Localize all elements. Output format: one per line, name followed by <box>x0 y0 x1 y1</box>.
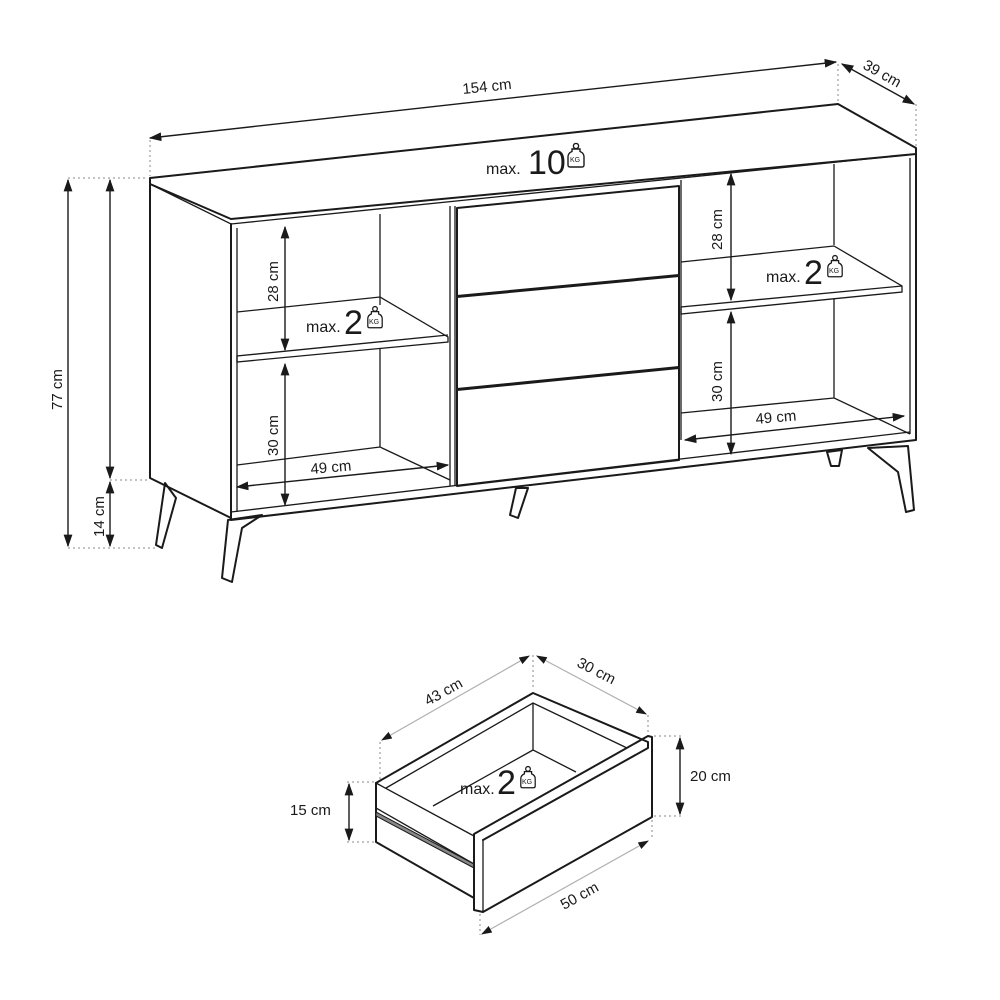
leg-front-right <box>867 445 915 513</box>
left-shelf-load-rating: max. 2 KG <box>306 304 383 342</box>
svg-text:10: 10 <box>528 144 566 182</box>
drawer-width-label: 50 cm <box>558 879 602 914</box>
drawer-slide-rail <box>375 811 475 869</box>
svg-text:max.: max. <box>766 269 801 286</box>
right-lower-height-label: 30 cm <box>709 361 726 402</box>
sideboard: 154 cm 39 cm 77 cm 14 cm max. 10 KG 28 c… <box>49 57 917 583</box>
right-shelf <box>680 245 903 315</box>
total-height-label: 77 cm <box>49 369 66 410</box>
left-width-label: 49 cm <box>310 457 352 477</box>
legs <box>155 445 915 583</box>
svg-text:KG: KG <box>829 268 839 275</box>
drawer-load-rating: max. 2 KG <box>460 764 536 802</box>
right-width-label: 49 cm <box>755 407 797 427</box>
left-side-panel <box>149 183 232 519</box>
drawer-block <box>449 185 680 487</box>
drawer-left-side <box>375 782 475 899</box>
drawer-side-height-label: 15 cm <box>290 802 331 819</box>
left-shelf <box>236 296 449 363</box>
leg-center <box>509 487 529 519</box>
drawer-front-height-label: 20 cm <box>690 768 731 785</box>
svg-text:KG: KG <box>522 779 532 786</box>
svg-text:max.: max. <box>460 781 495 798</box>
leg-front-left-inner <box>221 514 263 583</box>
leg-front-left <box>155 482 177 549</box>
svg-text:max.: max. <box>306 319 341 336</box>
left-lower-height-label: 30 cm <box>265 415 282 456</box>
svg-text:KG: KG <box>369 319 379 326</box>
drawer-detail: 43 cm 30 cm 20 cm 15 cm 50 cm max. 2 KG <box>290 654 731 935</box>
width-label: 154 cm <box>462 76 513 98</box>
drawer-front-3 <box>456 367 680 487</box>
right-shelf-load-rating: max. 2 KG <box>766 254 843 292</box>
drawer-front-2 <box>456 275 680 390</box>
left-compartment <box>235 214 451 507</box>
svg-text:2: 2 <box>344 304 363 342</box>
leg-height-label: 14 cm <box>91 496 108 537</box>
svg-text:max.: max. <box>486 161 521 178</box>
leg-back-right <box>826 449 843 467</box>
overall-dimensions <box>63 58 917 549</box>
svg-text:2: 2 <box>804 254 823 292</box>
right-compartment <box>680 164 911 456</box>
svg-text:KG: KG <box>570 157 580 164</box>
left-upper-height-label: 28 cm <box>265 261 282 302</box>
top-load-rating: max. 10 KG <box>486 142 585 182</box>
drawer-front-panel <box>473 735 653 913</box>
front-frame <box>230 153 917 521</box>
drawer-side-depth-label: 30 cm <box>574 654 618 688</box>
right-upper-height-label: 28 cm <box>709 209 726 250</box>
svg-text:2: 2 <box>497 764 516 802</box>
